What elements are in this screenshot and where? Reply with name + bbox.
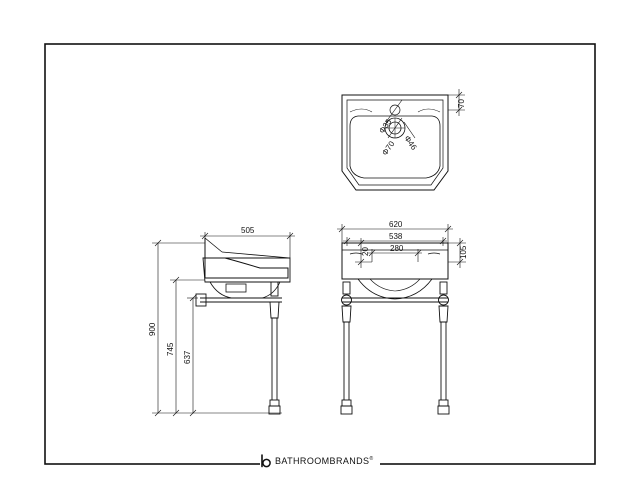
dim-front-overall-width: 620 — [389, 220, 403, 229]
dim-front-inner-width: 538 — [389, 232, 403, 241]
brand-prefix: BATHROOM — [275, 456, 330, 466]
brand-logo: BATHROOMBRANDS® — [260, 454, 380, 468]
dim-plan-depth: 70 — [457, 99, 466, 108]
plan-bowl — [349, 115, 441, 179]
brand-suffix: BRANDS — [329, 456, 370, 466]
brand-b-icon — [261, 454, 271, 468]
side-view — [152, 232, 295, 417]
dim-plan-outer: Φ70 — [380, 139, 396, 157]
plan-tap-hole — [389, 104, 401, 116]
plan-inner-rim — [346, 99, 444, 186]
brand-registered-mark: ® — [369, 456, 374, 462]
dim-plan-waste: Φ46 — [402, 134, 418, 152]
dim-height-overall: 900 — [148, 322, 157, 336]
plan-view — [341, 89, 465, 191]
front-basin — [341, 242, 449, 280]
dim-height-waste: 637 — [183, 350, 192, 364]
dim-front-rim-height: 105 — [459, 245, 468, 259]
dim-front-tap-offset: 20 — [361, 247, 370, 256]
front-view — [337, 224, 466, 415]
dim-front-tap-spacing: 280 — [390, 244, 404, 253]
plan-tap-deck-left — [349, 108, 373, 113]
brand-name: BATHROOMBRANDS® — [275, 456, 374, 466]
drawing-frame — [44, 43, 596, 465]
dim-side-depth: 505 — [241, 226, 255, 235]
plan-tap-deck-right — [417, 108, 441, 113]
dim-height-rim: 745 — [166, 342, 175, 356]
